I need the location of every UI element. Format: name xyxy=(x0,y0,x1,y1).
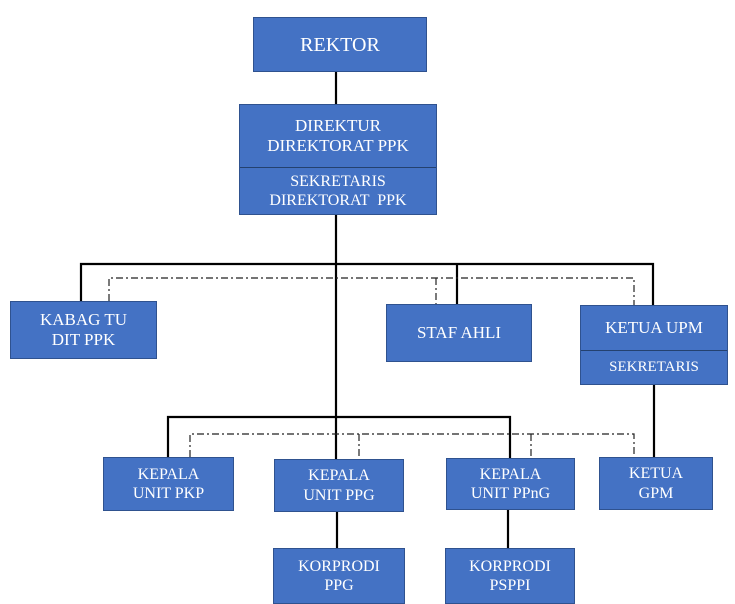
line-lower-bus xyxy=(166,415,512,458)
node-staf-ahli[interactable]: STAF AHLI xyxy=(386,304,532,362)
node-kepala-unit-ppg[interactable]: KEPALA UNIT PPG xyxy=(274,459,404,512)
node-ketua-gpm[interactable]: KETUA GPM xyxy=(599,457,713,510)
kabag-tu-line-1: KABAG TU xyxy=(39,309,128,329)
node-ketua-upm[interactable]: KETUA UPM SEKRETARIS xyxy=(580,305,728,385)
kepala-unit-ppg-line-1: KEPALA xyxy=(308,467,370,485)
upm-sekretaris-text: SEKRETARIS xyxy=(609,359,699,376)
sekretaris-line-2: DIREKTORAT PPK xyxy=(269,191,407,209)
coordination-lines xyxy=(108,277,635,459)
kepala-unit-ppg-line-2: UNIT PPG xyxy=(303,486,375,504)
node-korprodi-psppi[interactable]: KORPRODI PSPPI xyxy=(445,548,575,604)
rektor-text: REKTOR xyxy=(300,33,380,56)
node-kepala-unit-ppng[interactable]: KEPALA UNIT PPnG xyxy=(446,458,575,510)
kabag-tu-label: KABAG TU DIT PPK xyxy=(11,302,156,358)
ketua-gpm-line-1: KETUA xyxy=(628,465,684,483)
line-upper-bus xyxy=(79,262,655,305)
korprodi-psppi-label: KORPRODI PSPPI xyxy=(446,549,574,603)
kabag-tu-line-2: DIT PPK xyxy=(51,330,116,349)
kepala-unit-pkp-label: KEPALA UNIT PKP xyxy=(104,458,233,510)
ketua-upm-text: KETUA UPM xyxy=(605,317,703,337)
direktur-secondary: SEKRETARIS DIREKTORAT PPK xyxy=(240,166,436,214)
ketua-gpm-label: KETUA GPM xyxy=(600,458,712,509)
ketua-upm-secondary: SEKRETARIS xyxy=(581,349,727,384)
command-lines xyxy=(79,71,656,548)
korprodi-ppg-line-2: PPG xyxy=(324,577,354,594)
node-kepala-unit-pkp[interactable]: KEPALA UNIT PKP xyxy=(103,457,234,511)
ketua-gpm-line-2: GPM xyxy=(638,484,674,502)
korprodi-psppi-line-1: KORPRODI xyxy=(469,557,551,575)
coord-lower xyxy=(189,433,635,457)
coord-upper xyxy=(108,277,635,305)
kepala-unit-ppng-line-2: UNIT PPnG xyxy=(470,485,551,502)
ketua-upm-primary: KETUA UPM xyxy=(581,306,727,350)
kepala-unit-pkp-line-2: UNIT PKP xyxy=(132,485,205,502)
node-korprodi-ppg[interactable]: KORPRODI PPG xyxy=(273,548,405,604)
node-direktur[interactable]: DIREKTUR DIREKTORAT PPK SEKRETARIS DIREK… xyxy=(239,104,437,215)
korprodi-psppi-line-2: PSPPI xyxy=(489,577,531,594)
rektor-label: REKTOR xyxy=(254,18,426,71)
sekretaris-line-1: SEKRETARIS xyxy=(290,172,386,190)
staf-ahli-text: STAF AHLI xyxy=(416,322,502,342)
korprodi-ppg-label: KORPRODI PPG xyxy=(274,549,404,603)
kepala-unit-ppng-label: KEPALA UNIT PPnG xyxy=(447,459,574,509)
kepala-unit-ppg-label: KEPALA UNIT PPG xyxy=(275,460,403,511)
korprodi-ppg-line-1: KORPRODI xyxy=(298,557,380,575)
kepala-unit-ppng-line-1: KEPALA xyxy=(479,465,542,483)
staf-ahli-label: STAF AHLI xyxy=(387,305,531,361)
direktur-line-2: DIREKTORAT PPK xyxy=(267,135,409,155)
node-rektor[interactable]: REKTOR xyxy=(253,17,427,72)
kepala-unit-pkp-line-1: KEPALA xyxy=(137,465,200,483)
node-kabag-tu[interactable]: KABAG TU DIT PPK xyxy=(10,301,157,359)
direktur-primary: DIREKTUR DIREKTORAT PPK xyxy=(240,105,436,167)
direktur-line-1: DIREKTUR xyxy=(295,115,381,135)
